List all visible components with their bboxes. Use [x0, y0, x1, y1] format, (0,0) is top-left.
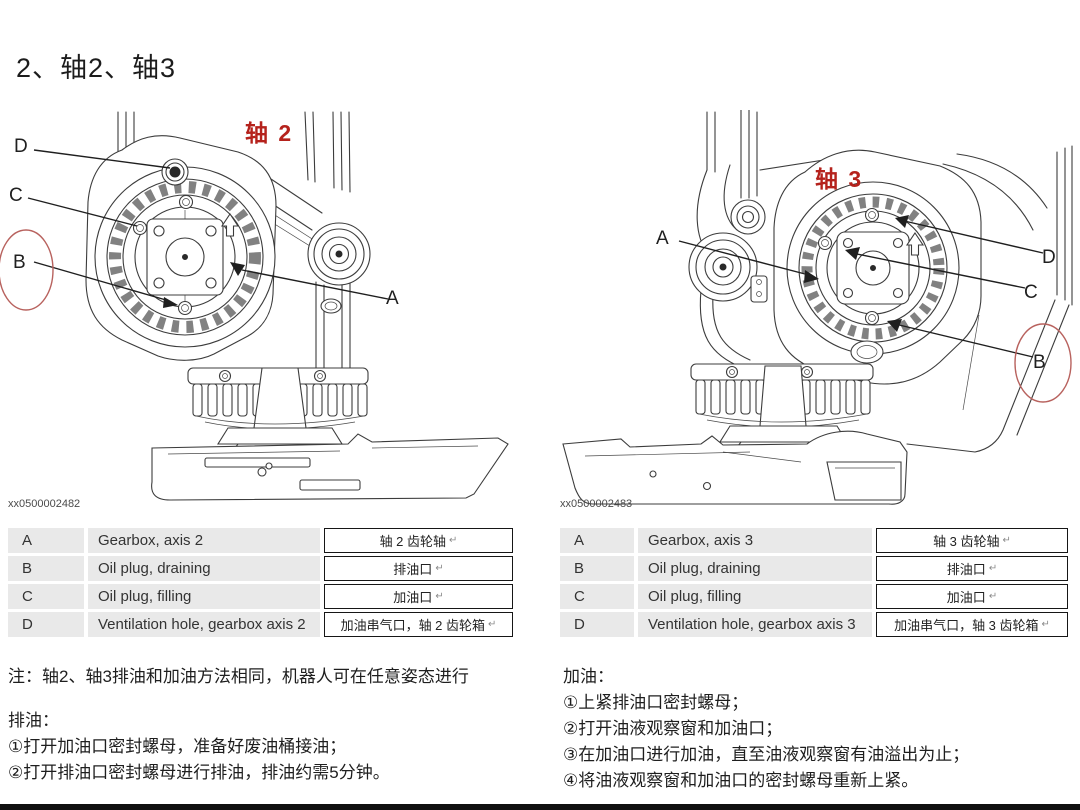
row-desc-cell: Gearbox, axis 3: [638, 528, 872, 553]
row-desc-cell: Oil plug, draining: [638, 556, 872, 581]
fill-instructions: 加油： ①上紧排油口密封螺母； ②打开油液观察窗和加油口； ③在加油口进行加油，…: [563, 664, 1078, 794]
row-desc-cell: Ventilation hole, gearbox axis 2: [88, 612, 320, 637]
row-key-cell: B: [560, 556, 634, 581]
return-mark: ↵: [488, 619, 497, 630]
axis3-oil-plugs: [817, 207, 880, 326]
table-row: B Oil plug, draining 排油口↵: [8, 556, 513, 581]
drain-instructions: 注：轴2、轴3排油和加油方法相同，机器人可在任意姿态进行 排油： ①打开加油口密…: [8, 664, 543, 786]
table-row: A Gearbox, axis 2 轴 2 齿轮轴↵: [8, 528, 513, 553]
table-row: D Ventilation hole, gearbox axis 2 加油串气口…: [8, 612, 513, 637]
row-cn-box: 排油口↵: [876, 556, 1068, 581]
axis2-figure-caption: xx0500002482: [8, 498, 81, 510]
fill-title: 加油：: [563, 667, 614, 686]
row-key-cell: B: [8, 556, 84, 581]
row-cn-box: 加油串气口，轴 3 齿轮箱↵: [876, 612, 1068, 637]
axis2-leader-lines: [27, 149, 389, 308]
return-mark: ↵: [988, 563, 998, 574]
row-key-cell: A: [560, 528, 634, 553]
axis2-base-plate: [151, 433, 509, 501]
return-mark: ↵: [435, 563, 444, 574]
axis3-parts-table: A Gearbox, axis 3 轴 3 齿轮轴↵ B Oil plug, d…: [560, 528, 1068, 640]
axis3-label: 轴 3: [815, 166, 864, 192]
table-row: D Ventilation hole, gearbox axis 3 加油串气口…: [560, 612, 1068, 637]
row-cn-box: 加油串气口，轴 2 齿轮箱↵: [324, 612, 513, 637]
return-mark: ↵: [435, 591, 444, 602]
axis3-figure-caption: xx0500002483: [560, 498, 633, 510]
table-row: B Oil plug, draining 排油口↵: [560, 556, 1068, 581]
row-desc-cell: Ventilation hole, gearbox axis 3: [638, 612, 872, 637]
axis3-callout-a: A: [656, 228, 669, 249]
axis3-oval-hole: [850, 340, 884, 364]
page-title: 2、轴2、轴3: [16, 53, 177, 83]
axis2-label: 轴 2: [245, 120, 294, 146]
bottom-bar: [0, 804, 1080, 810]
axis2-callout-d: D: [14, 136, 28, 157]
fill-step: ①上紧排油口密封螺母；: [563, 693, 749, 712]
axis3-callout-d: D: [1042, 247, 1056, 268]
table-row: C Oil plug, filling 加油口↵: [8, 584, 513, 609]
row-key-cell: D: [560, 612, 634, 637]
axis2-callout-b: B: [13, 252, 26, 273]
table-row: A Gearbox, axis 3 轴 3 齿轮轴↵: [560, 528, 1068, 553]
axis2-ventilation-bolt: [161, 158, 189, 186]
row-cn-box: 轴 2 齿轮轴↵: [324, 528, 513, 553]
return-mark: ↵: [449, 535, 458, 546]
return-mark: ↵: [1041, 619, 1050, 630]
axis2-gearbox-face: [94, 166, 276, 348]
row-cn-box: 轴 3 齿轮轴↵: [876, 528, 1068, 553]
return-mark: ↵: [988, 591, 998, 602]
axis2-callout-a: A: [386, 288, 399, 309]
axis3-callout-b-ellipse: [1014, 323, 1072, 403]
drain-title: 排油：: [8, 711, 59, 730]
fill-step: ②打开油液观察窗和加油口；: [563, 719, 783, 738]
axis3-side-panel: [906, 299, 1056, 453]
row-desc-cell: Oil plug, filling: [638, 584, 872, 609]
row-cn-box: 排油口↵: [324, 556, 513, 581]
fill-step: ④将油液观察窗和加油口的密封螺母重新上紧。: [563, 771, 919, 790]
axis3-gearbox-face: [786, 181, 960, 355]
return-mark: ↵: [1002, 535, 1011, 546]
row-cn-box: 加油口↵: [324, 584, 513, 609]
axis2-robot-diagram: [0, 111, 509, 501]
axis3-upper-arm-lines: [706, 110, 1073, 436]
axis3-callout-c: C: [1024, 282, 1038, 303]
row-desc-cell: Gearbox, axis 2: [88, 528, 320, 553]
table-row: C Oil plug, filling 加油口↵: [560, 584, 1068, 609]
row-desc-cell: Oil plug, filling: [88, 584, 320, 609]
row-key-cell: C: [560, 584, 634, 609]
row-desc-cell: Oil plug, draining: [88, 556, 320, 581]
axis2-oil-plugs: [132, 194, 194, 316]
axis3-elbow-joint: [688, 199, 768, 303]
axis2-elbow-joint: [307, 222, 371, 286]
drain-step: ①打开加油口密封螺母，准备好废油桶接油；: [8, 737, 347, 756]
row-key-cell: D: [8, 612, 84, 637]
axis2-parts-table: A Gearbox, axis 2 轴 2 齿轮轴↵ B Oil plug, d…: [8, 528, 513, 640]
row-key-cell: C: [8, 584, 84, 609]
fill-step: ③在加油口进行加油，直至油液观察窗有油溢出为止；: [563, 745, 970, 764]
drain-step: ②打开排油口密封螺母进行排油，排油约需5分钟。: [8, 763, 390, 782]
axis2-callout-b-ellipse: [0, 229, 54, 311]
axis2-rotation-arrow-icon: [220, 213, 240, 237]
axis3-robot-diagram: [562, 110, 1073, 505]
axis2-lower-column: [315, 281, 351, 369]
row-key-cell: A: [8, 528, 84, 553]
axis2-callout-c: C: [9, 185, 23, 206]
axis3-callout-b: B: [1033, 352, 1046, 373]
row-cn-box: 加油口↵: [876, 584, 1068, 609]
axis3-rotation-arrow-icon: [905, 232, 925, 256]
axis3-leader-lines: [678, 215, 1044, 358]
note-line: 注：轴2、轴3排油和加油方法相同，机器人可在任意姿态进行: [8, 667, 469, 686]
axis3-base-plate: [562, 430, 908, 505]
